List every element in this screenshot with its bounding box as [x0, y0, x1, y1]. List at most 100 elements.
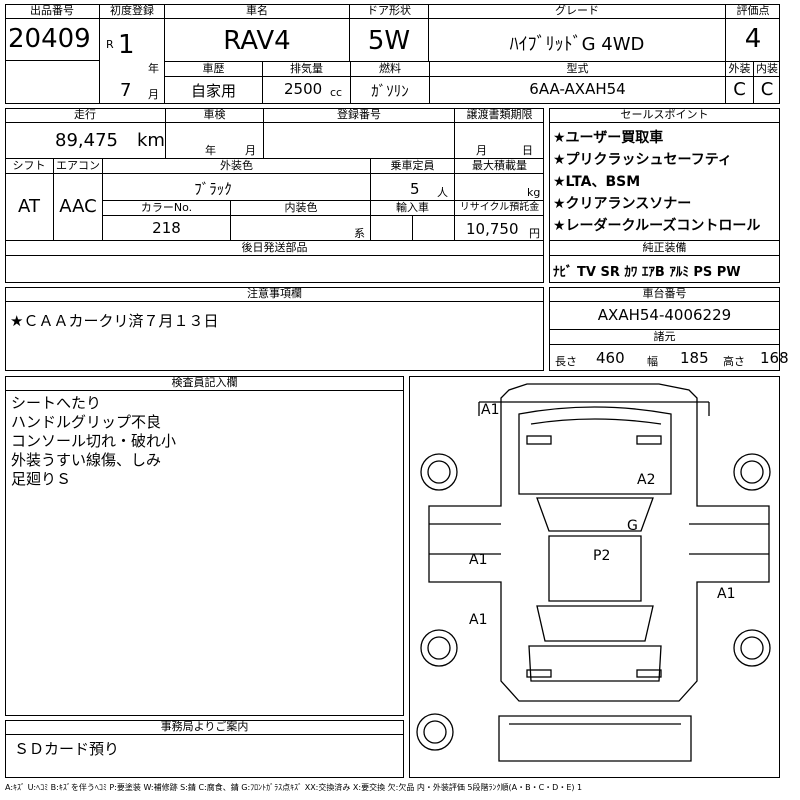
displacement: 2500	[284, 80, 323, 98]
inspection-year-unit: 年	[205, 144, 216, 157]
model: 6AA-AXAH54	[529, 80, 626, 98]
first-reg-label: 初度登録	[100, 4, 164, 19]
seats: 5	[410, 180, 420, 198]
legend: A:ｷｽﾞ U:ﾍｺﾐ B:ｷｽﾞを伴うﾍｺﾐ P:要塗装 W:補修跡 S:錆 …	[5, 783, 583, 792]
intcolor-label: 内装色	[231, 201, 371, 216]
damage-mark: A2	[637, 472, 655, 488]
sales-points-block	[549, 108, 780, 283]
mileage-label: 走行	[5, 108, 165, 123]
recycle-label: リサイクル預託金	[455, 201, 544, 216]
colorno-label: カラーNo.	[103, 201, 230, 216]
caution-text: ★ＣＡＡカークリ済７月１３日	[10, 312, 219, 330]
damage-mark: A1	[717, 586, 735, 602]
import-label: 輸入車	[371, 201, 454, 216]
inspector-line: 足廻りＳ	[11, 470, 72, 488]
car-name: RAV4	[223, 26, 291, 56]
damage-mark: P2	[593, 548, 610, 564]
ext-grade-label: 外装	[726, 62, 753, 77]
mileage-unit: km	[137, 130, 165, 151]
reg-month-unit: 月	[148, 88, 159, 101]
fuel: ｶﾞｿﾘﾝ	[371, 82, 409, 100]
era: R	[106, 38, 114, 51]
chassis-label: 車台番号	[549, 287, 780, 302]
history: 自家用	[190, 82, 236, 100]
top-header-block	[5, 4, 780, 104]
transfer-month-unit: 月	[476, 144, 487, 157]
score: 4	[744, 24, 762, 54]
mileage: 89,475	[55, 130, 118, 151]
car-damage-diagram: A1 A2 G P2 A1 A1 A1	[416, 383, 771, 762]
inspector-line: シートへたり	[11, 394, 102, 412]
chassis-number: AXAH54-4006229	[597, 306, 732, 324]
grade-label: グレード	[429, 4, 725, 19]
height-label: 高さ	[723, 355, 745, 368]
height: 168	[760, 349, 789, 367]
width: 185	[680, 349, 709, 367]
door-label: ドア形状	[350, 4, 428, 19]
lot-label: 出品番号	[5, 4, 99, 19]
sales-point: ★ユーザー買取車	[553, 130, 664, 146]
ext-grade: C	[733, 79, 746, 100]
seats-label: 乗車定員	[371, 159, 454, 174]
intcolor-unit: 系	[354, 227, 365, 240]
length-label: 長さ	[555, 355, 577, 368]
door-type: 5W	[367, 26, 411, 56]
sales-point: ★レーダークルーズコントロール	[553, 218, 761, 234]
later-parts-label: 後日発送部品	[5, 241, 544, 256]
office-label: 事務局よりご案内	[5, 720, 404, 735]
lot-number: 20409	[8, 24, 91, 54]
inspector-line: コンソール切れ・破れ小	[11, 432, 177, 450]
color-label: 外装色	[103, 159, 370, 174]
int-grade: C	[760, 79, 774, 100]
equip-label: 純正装備	[549, 241, 780, 256]
inspector-notes: シートへたりハンドルグリップ不良コンソール切れ・破れ小外装うすい線傷、しみ足廻り…	[11, 394, 401, 489]
sales-point: ★クリアランスソナー	[553, 196, 692, 212]
sales-points-list: ★ユーザー買取車 ★プリクラッシュセーフティ ★LTA、BSM ★クリアランスソナー ★…	[553, 127, 778, 237]
damage-mark: G	[627, 518, 638, 534]
load-unit: kg	[527, 186, 541, 199]
regno-label: 登録番号	[264, 108, 454, 123]
sales-point: ★プリクラッシュセーフティ	[553, 152, 732, 168]
width-label: 幅	[647, 355, 658, 368]
shift: AT	[18, 196, 40, 217]
grade: ﾊｲﾌﾞﾘｯﾄﾞG 4WD	[509, 34, 645, 55]
recycle-unit: 円	[529, 227, 540, 240]
colorno: 218	[152, 219, 181, 237]
inspector-line: ハンドルグリップ不良	[11, 413, 162, 431]
ac: AAC	[59, 196, 97, 217]
transfer-label: 譲渡書類期限	[455, 108, 544, 123]
damage-diagram-frame	[409, 376, 780, 778]
office-text: ＳＤカード預り	[14, 740, 120, 758]
history-label: 車歴	[165, 62, 262, 77]
score-label: 評価点	[726, 4, 780, 19]
inspector-label: 検査員記入欄	[5, 376, 404, 391]
int-grade-label: 内装	[754, 62, 780, 77]
inspection-label: 車検	[166, 108, 263, 123]
transfer-day-unit: 日	[522, 144, 533, 157]
sales-label: セールスポイント	[549, 108, 780, 123]
damage-mark: A1	[469, 612, 487, 628]
inspector-block	[5, 376, 404, 716]
reg-year: 1	[118, 30, 135, 60]
length: 460	[596, 349, 625, 367]
damage-mark: A1	[469, 552, 487, 568]
inspection-month-unit: 月	[245, 144, 256, 157]
reg-year-unit: 年	[148, 62, 159, 75]
sales-point: ★LTA、BSM	[553, 174, 641, 190]
damage-mark: A1	[481, 402, 499, 418]
load-label: 最大積載量	[455, 159, 544, 174]
displacement-label: 排気量	[263, 62, 350, 77]
color: ﾌﾞﾗｯｸ	[194, 180, 232, 198]
inspector-line: 外装うすい線傷、しみ	[11, 451, 162, 469]
recycle-amount: 10,750	[466, 220, 519, 238]
office-block	[5, 720, 404, 778]
shift-label: シフト	[5, 159, 53, 174]
ac-label: エアコン	[54, 159, 102, 174]
displacement-unit: cc	[330, 86, 343, 99]
dims-label: 諸元	[549, 330, 780, 345]
seats-unit: 人	[437, 186, 448, 199]
fuel-label: 燃料	[351, 62, 429, 77]
model-label: 型式	[430, 62, 725, 77]
reg-month: 7	[120, 80, 132, 101]
name-label: 車名	[165, 4, 349, 19]
